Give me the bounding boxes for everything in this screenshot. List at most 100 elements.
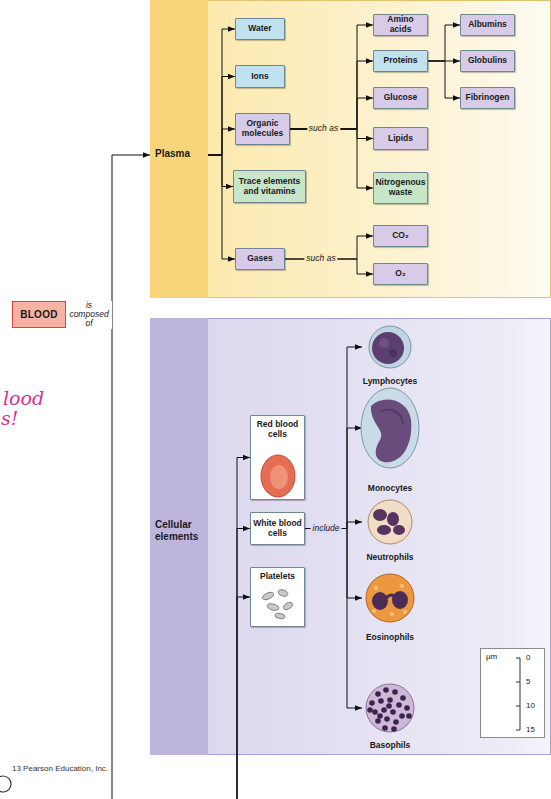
scale-bar [520,658,521,730]
connector-arrow [208,77,235,156]
scale-bar [516,682,520,683]
protein-box: Globulins [460,50,515,72]
lymphocyte-cell [372,332,404,364]
connector-arrow [66,155,150,315]
basophil-cell [375,691,381,697]
eosinophil-cell [392,591,408,609]
gas-box: O₂ [373,263,428,285]
basophil-cell [386,703,392,709]
basophil-cell [369,700,375,706]
connector-arrow [305,529,362,599]
basophil-cell [400,695,406,701]
component-box: Ions [235,65,285,88]
node-text: 15 [526,726,535,734]
node-text: White blood cells [253,519,302,539]
basophil-cell [367,707,373,713]
monocyte-cell [361,388,419,468]
connector-arrow [428,61,460,62]
cell-type-box: Platelets [250,567,305,627]
node-text: 5 [526,678,530,686]
platelet-fragments [261,591,274,602]
monocyte-cell [380,410,403,424]
eosinophil-cell [366,574,414,622]
eosinophil-cell [400,584,404,588]
basophil-cell [372,709,378,715]
eosinophil-cell [403,610,407,614]
node-text: Lymphocytes [363,376,417,386]
basophil-cell [399,713,405,719]
basophil-cell [384,716,390,722]
node-text: Water [248,24,271,34]
node-text: Ions [251,72,268,82]
neutrophil-cell [393,525,405,535]
basophil-cell [377,713,383,719]
platelet-fragments [275,613,286,620]
handwritten-note: lood [3,389,44,408]
copyright-note: 13 Pearson Education, Inc. [12,764,108,773]
neutrophil-cell [377,525,391,535]
connector-arrow [290,25,373,129]
basophil-cell [387,697,393,703]
basophil-cell [378,698,384,704]
neutrophil-cell [387,512,399,526]
basophil-cell [367,687,412,732]
basophil-cell [392,689,398,695]
scale-bar [516,730,520,731]
lymphocyte-cell [379,338,389,348]
white-cell: Eosinophils [362,573,418,642]
platelet-fragments [282,601,294,611]
eosinophil-cell [390,612,394,616]
white-cell: Neutrophils [362,499,418,562]
handwritten-note: s! [1,409,18,428]
basophil-cell [396,702,402,708]
example-box: Lipids [373,127,428,150]
category-band: Plasma [150,0,208,298]
source-box: BLOOD [12,301,66,328]
edge-label: is composed of [66,300,112,328]
node-text: Fibrinogen [466,93,510,103]
node-text: Monocytes [368,483,412,493]
basophil-cell [366,684,414,732]
basophil-cell [390,709,396,715]
node-text: Eosinophils [366,632,414,642]
node-text: BLOOD [20,309,58,320]
connector-arrow [208,458,250,799]
neutrophil-cell [373,509,387,521]
eosinophil-cell [386,595,394,598]
basophil-cell [406,713,412,719]
component-box: Water [235,18,285,40]
page-icon [0,776,11,792]
cell-type-box: Red blood cells [250,415,305,500]
node-text: Neutrophils [366,552,413,562]
connector-arrow [208,597,250,799]
red-blood-cell [261,455,295,497]
lymphocyte-cell [369,326,411,368]
white-cell: Lymphocytes [362,326,418,386]
connector-arrow [208,155,233,187]
plasma-panel [150,0,551,298]
example-box: Nitrogenous waste [373,172,428,204]
node-text: Organic molecules [238,119,287,139]
platelet-fragments [261,588,294,619]
eosinophil-cell [366,574,414,622]
monocyte-cell [361,388,419,468]
basophil-cell [381,707,387,713]
connector-arrow [305,347,362,529]
connector-arrow [305,529,362,709]
node-text: Cellular elements [155,519,207,542]
white-cell: Monocytes [362,385,418,493]
node-text: 0 [526,654,530,662]
red-blood-cell [270,465,288,489]
component-box: Trace elements and vitamins [233,170,306,203]
category-band: Cellular elements [150,318,208,755]
white-cell: Basophils [362,683,418,750]
eosinophil-cell [372,592,388,610]
neutrophil-cell [368,500,412,544]
node-text: Gases [247,254,273,264]
basophil-cell [383,687,389,693]
